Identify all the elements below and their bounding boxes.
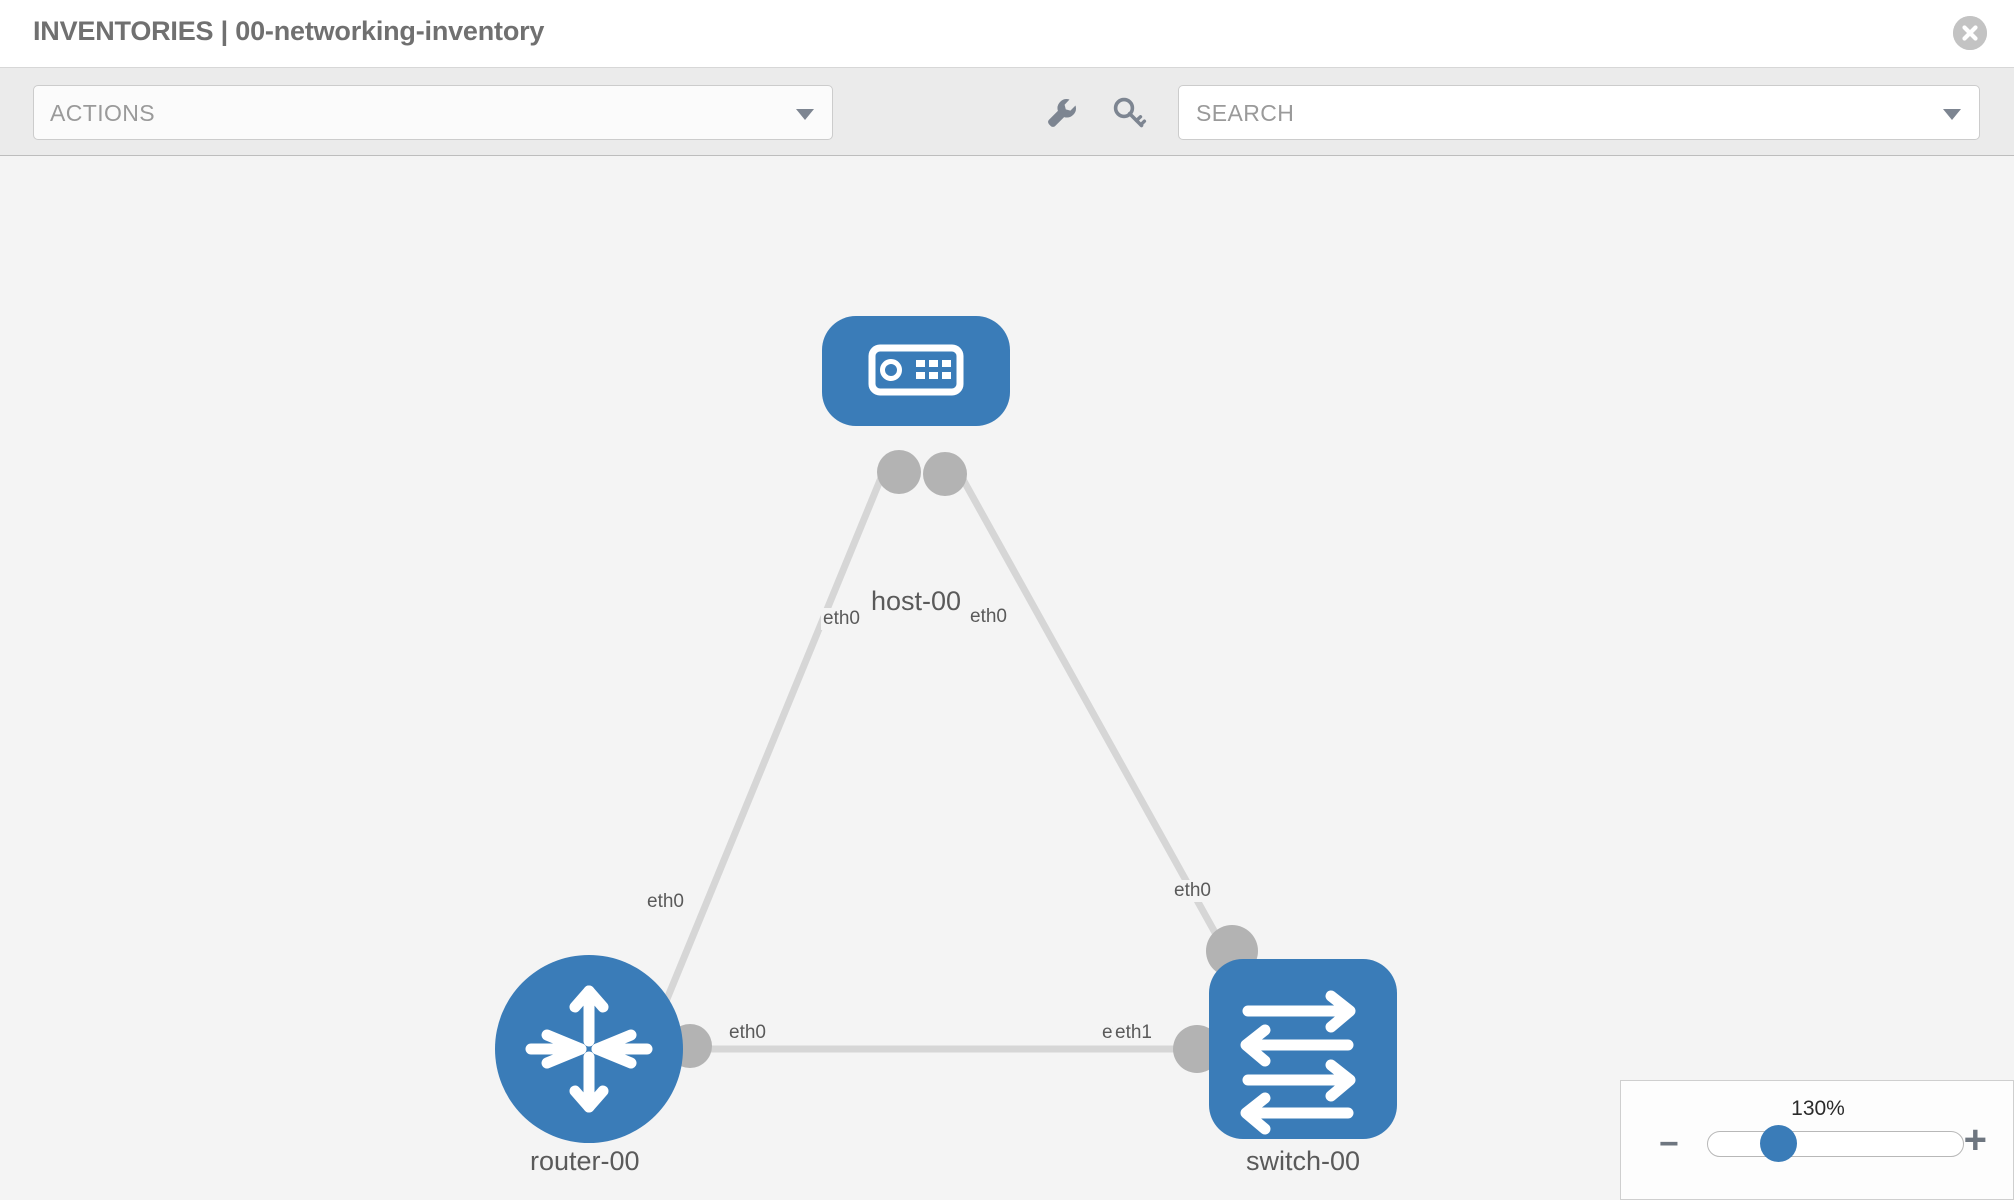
node-host-00[interactable] [822,316,1010,426]
link-host-switch[interactable] [946,454,1232,958]
key-glyph [1113,97,1147,128]
router-arrows-icon [525,985,653,1113]
actions-dropdown[interactable]: ACTIONS [33,85,833,140]
server-icon [868,344,964,396]
topology-canvas[interactable]: host-00 router-00 switch-00 eth0 eth0 et… [0,156,2014,1200]
zoom-level-value: 130% [1791,1097,1845,1120]
wrench-glyph [1048,99,1076,127]
interface-label-host-left: eth0 [821,608,862,630]
node-label-switch-00: switch-00 [1244,1146,1363,1177]
wrench-icon[interactable] [1043,94,1081,132]
zoom-out-button[interactable]: − [1659,1125,1679,1163]
interface-label-switch-west: eth1 [1113,1022,1154,1044]
interface-label-router-north: eth0 [645,891,686,913]
node-switch-00[interactable] [1209,959,1397,1139]
zoom-control-panel: 130% − + [1620,1080,2014,1200]
switch-arrows-icon [1240,990,1356,1135]
node-label-host-00: host-00 [869,586,964,617]
link-host-router[interactable] [656,454,894,1018]
chevron-down-icon[interactable] [1943,109,1961,120]
page-header: INVENTORIES | 00-networking-inventory [0,0,2014,68]
node-router-00[interactable] [495,955,683,1143]
interface-connector-group [668,450,1258,1073]
close-circle-icon [1953,16,1987,50]
connector-host-left[interactable] [877,450,921,494]
actions-dropdown-label: ACTIONS [50,100,156,126]
toolbar: ACTIONS SEARCH [0,68,2014,156]
interface-label-host-right: eth0 [968,606,1009,628]
zoom-slider-track[interactable] [1707,1131,1964,1157]
node-label-router-00: router-00 [528,1146,642,1177]
chevron-down-icon [796,109,814,120]
search-placeholder: SEARCH [1196,100,1295,126]
zoom-in-button[interactable]: + [1963,1118,1987,1162]
interface-label-switch-north: eth0 [1172,880,1213,902]
search-input[interactable]: SEARCH [1178,85,1980,140]
page-title: INVENTORIES | 00-networking-inventory [33,16,545,46]
close-icon[interactable] [1953,16,1987,50]
zoom-slider-thumb[interactable] [1760,1125,1797,1162]
connector-host-right[interactable] [923,452,967,496]
key-icon[interactable] [1110,94,1148,132]
interface-label-router-east: eth0 [727,1022,768,1044]
link-group [656,454,1232,1053]
topology-graph [495,316,1397,1143]
